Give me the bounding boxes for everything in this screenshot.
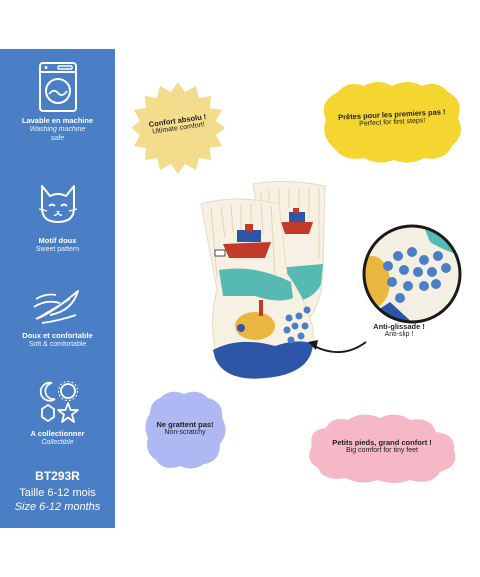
product-reference: BT293R Taille 6-12 mois Size 6-12 months bbox=[0, 469, 115, 513]
feature-label-en: Soft & comfortable bbox=[28, 341, 87, 348]
feature-label-fr: A collectionner bbox=[30, 429, 85, 438]
feature-soft: Doux et confortable Soft & comfortable bbox=[0, 285, 115, 349]
feature-label-fr: Motif doux bbox=[38, 236, 77, 245]
wavy-badge-shape bbox=[323, 82, 461, 163]
badge-non-scratchy-fr: Ne grattent pas! bbox=[156, 420, 214, 429]
feature-pattern: Motif doux Sweet pattern bbox=[0, 182, 115, 254]
socks-illustration bbox=[200, 180, 326, 379]
shapes-collection-icon bbox=[39, 381, 79, 423]
feature-label-en: Sweet pattern bbox=[35, 246, 80, 253]
badge-small-feet-text: Petits pieds, grand confort ! Big comfor… bbox=[304, 438, 460, 454]
feature-label-en: Washing machine safe bbox=[29, 126, 86, 142]
anti-slip-fr: Anti-glissade ! bbox=[373, 322, 425, 331]
feature-label-en: Collectible bbox=[41, 439, 74, 446]
anti-slip-closeup bbox=[362, 224, 462, 324]
product-size-fr: Taille 6-12 mois bbox=[19, 487, 96, 499]
badge-non-scratchy: Ne grattent pas! Non-scratchy bbox=[142, 388, 228, 472]
badge-non-scratchy-text: Ne grattent pas! Non-scratchy bbox=[142, 420, 228, 436]
badge-small-feet-en: Big comfort for tiny feet bbox=[346, 447, 418, 454]
feature-label-fr: Lavable en machine bbox=[21, 116, 94, 125]
feather-icon bbox=[33, 290, 79, 324]
anti-slip-label: Anti-glissade ! Anti-slip ! bbox=[358, 322, 440, 338]
cloud-badge-shape bbox=[145, 391, 226, 469]
cat-face-icon bbox=[38, 185, 77, 223]
product-code: BT293R bbox=[35, 469, 80, 483]
badge-comfort: Confort absolu ! Ultimate comfort! bbox=[130, 80, 226, 176]
features-sidebar: Lavable en machine Washing machine safe … bbox=[0, 49, 115, 528]
badge-non-scratchy-en: Non-scratchy bbox=[164, 429, 206, 436]
product-size-en: Size 6-12 months bbox=[14, 501, 101, 513]
washing-machine-icon bbox=[38, 62, 77, 112]
badge-small-feet-fr: Petits pieds, grand confort ! bbox=[332, 438, 432, 447]
badge-first-steps: Prêtes pour les premiers pas ! Perfect f… bbox=[318, 78, 466, 166]
anti-slip-en: Anti-slip ! bbox=[384, 331, 414, 338]
badge-small-feet: Petits pieds, grand confort ! Big comfor… bbox=[304, 410, 460, 486]
feature-label-fr: Doux et confortable bbox=[22, 331, 93, 340]
cloud-badge-shape bbox=[309, 414, 456, 483]
feature-collectible: A collectionner Collectible bbox=[0, 379, 115, 447]
arrow-icon bbox=[308, 340, 367, 353]
feature-washable: Lavable en machine Washing machine safe bbox=[0, 61, 115, 143]
sun-badge-shape bbox=[131, 82, 225, 174]
